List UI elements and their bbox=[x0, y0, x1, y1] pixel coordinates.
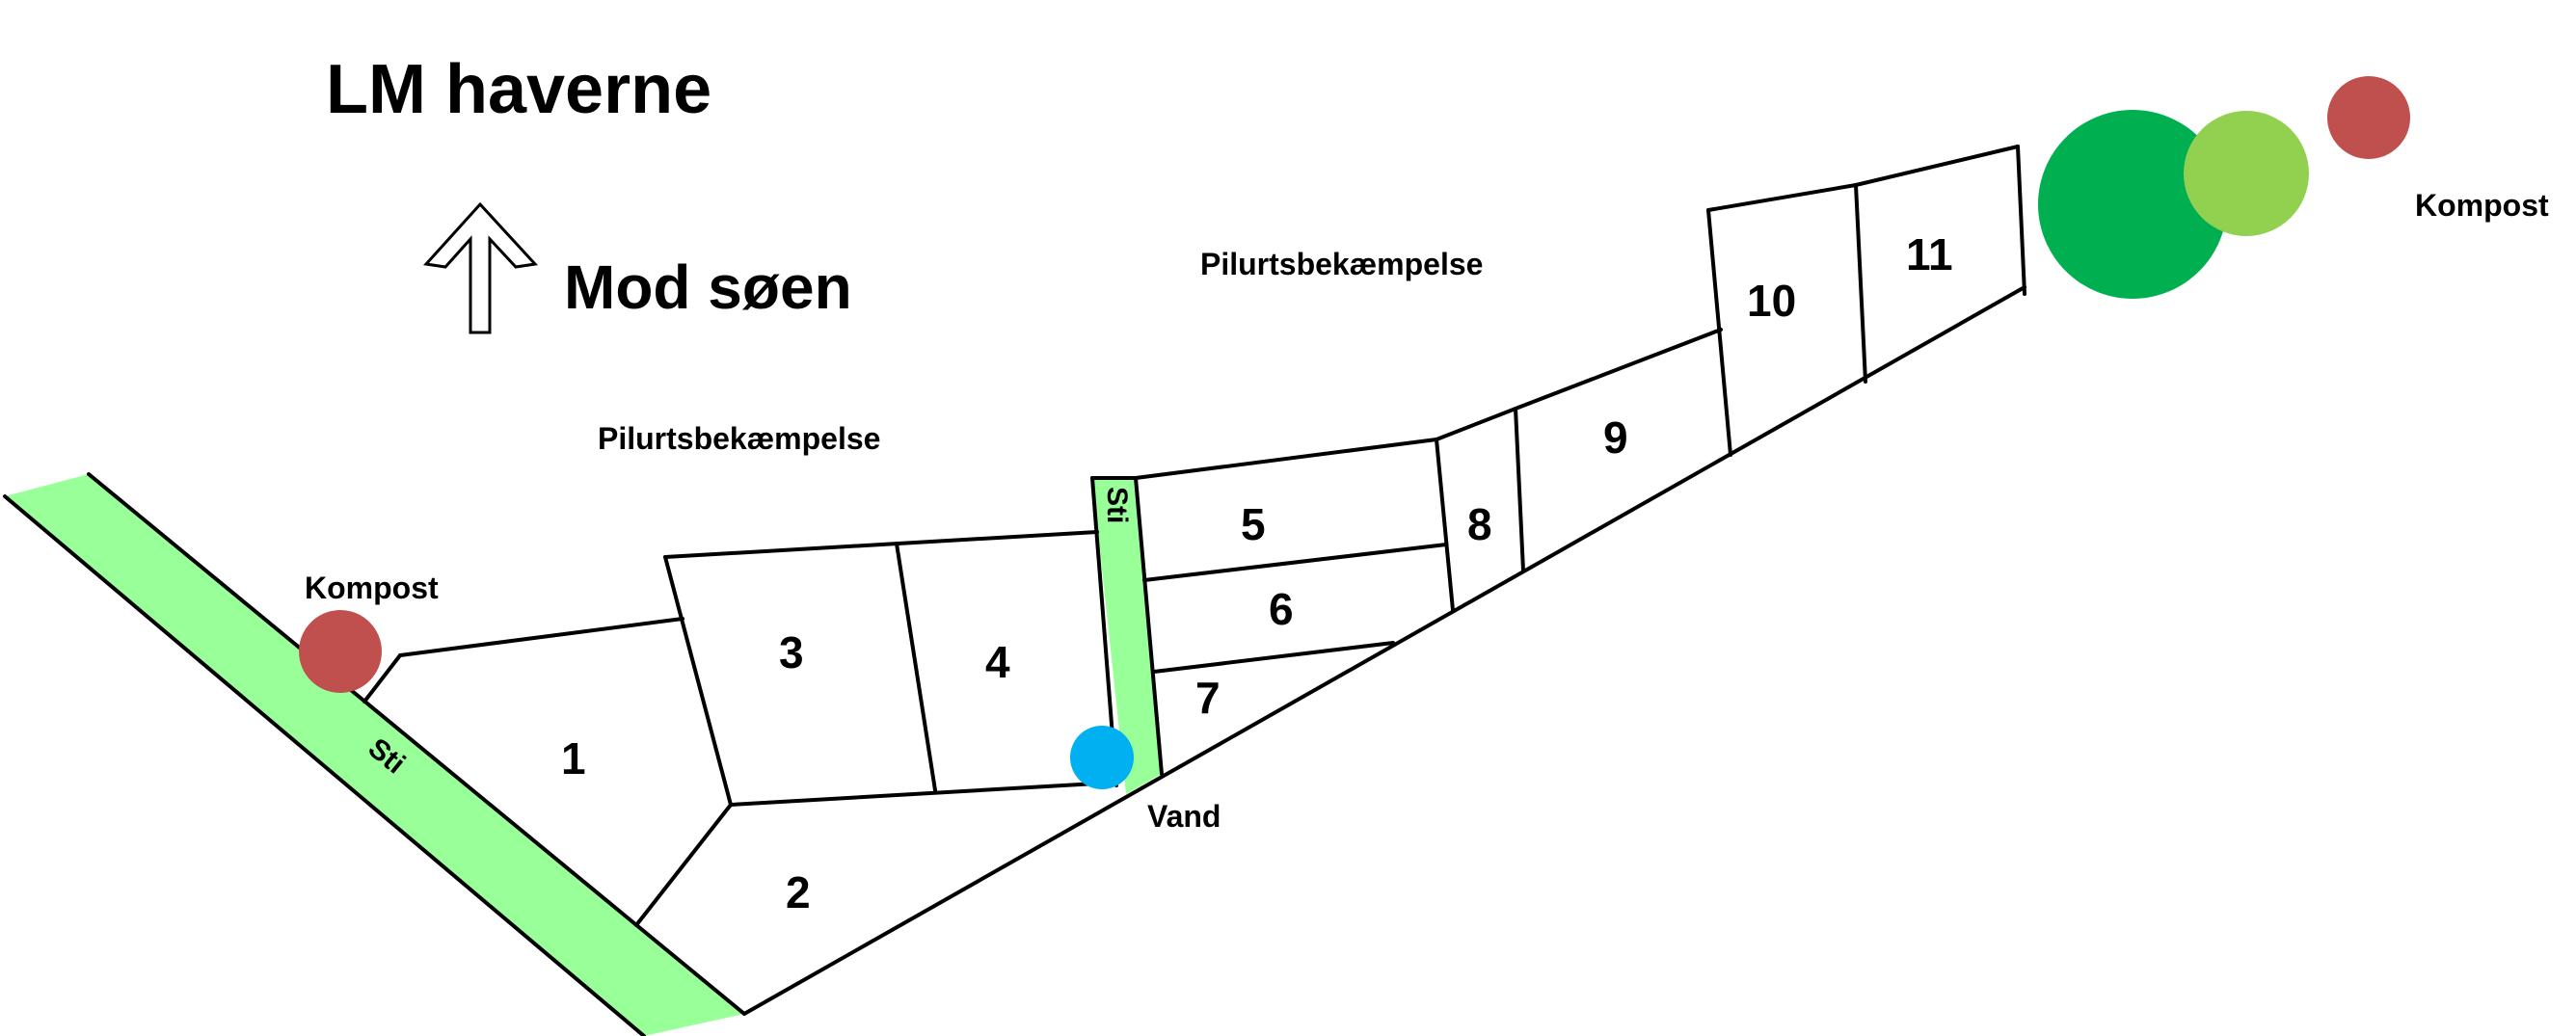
main-path-edge-top bbox=[87, 472, 746, 1016]
plot-9-10-divider bbox=[1706, 208, 1732, 457]
plot-3-left bbox=[663, 555, 733, 807]
plot-11-right bbox=[2016, 145, 2026, 296]
plot-number-9: 9 bbox=[1603, 412, 1628, 463]
main-path-strip bbox=[5, 474, 744, 1036]
direction-label: Mod søen bbox=[564, 252, 852, 322]
plot-1-left-a bbox=[362, 653, 402, 704]
tree-dark-green bbox=[2038, 110, 2227, 299]
up-arrow-icon bbox=[423, 201, 539, 334]
page-title: LM haverne bbox=[326, 51, 711, 128]
plot-number-11: 11 bbox=[1906, 229, 1953, 279]
kompost-right-circle bbox=[2327, 76, 2410, 159]
plot-number-3: 3 bbox=[779, 627, 804, 677]
tree-light-green bbox=[2184, 111, 2309, 236]
plot-number-5: 5 bbox=[1241, 499, 1266, 549]
plot-8-top bbox=[1435, 407, 1517, 441]
plot-1-top bbox=[398, 617, 684, 657]
pilurt-label-left: Pilurtsbekæmpelse bbox=[598, 421, 880, 456]
middle-path-label: Sti bbox=[1101, 487, 1133, 523]
kompost-left-circle bbox=[299, 610, 382, 693]
water-label: Vand bbox=[1147, 799, 1221, 834]
middle-path-strip bbox=[1092, 478, 1162, 794]
kompost-left-label: Kompost bbox=[305, 571, 439, 605]
plot-8-left bbox=[1435, 438, 1455, 612]
plot-5-6-divider bbox=[1142, 543, 1448, 582]
south-boundary bbox=[742, 285, 2026, 1016]
plot-number-4: 4 bbox=[985, 637, 1010, 687]
water-point bbox=[1070, 726, 1134, 789]
plot-10-11-divider bbox=[1854, 183, 1867, 384]
plot-3-4-divider bbox=[895, 542, 937, 792]
plot-8-9-divider bbox=[1514, 407, 1525, 572]
main-path-edge-bottom bbox=[3, 494, 646, 1036]
plot-number-1: 1 bbox=[561, 733, 586, 784]
plot-5-top bbox=[1134, 438, 1438, 480]
plot-number-7: 7 bbox=[1195, 673, 1221, 723]
pilurt-label-right: Pilurtsbekæmpelse bbox=[1200, 247, 1483, 281]
plot-10-top bbox=[1706, 183, 1858, 212]
plot-number-2: 2 bbox=[786, 867, 811, 917]
plot-9-top bbox=[1514, 328, 1723, 411]
plot-number-10: 10 bbox=[1747, 276, 1796, 326]
kompost-right-label: Kompost bbox=[2415, 188, 2549, 223]
plot-1-bottom-a bbox=[634, 803, 733, 927]
middle-path-edge-right bbox=[1134, 476, 1164, 776]
plot-6-7-divider bbox=[1152, 641, 1395, 674]
plot-number-6: 6 bbox=[1269, 584, 1294, 634]
plot-3-top bbox=[663, 530, 1099, 559]
plot-3-4-bottom bbox=[729, 781, 1115, 807]
plot-number-8: 8 bbox=[1467, 499, 1492, 549]
plot-11-top bbox=[1854, 145, 2020, 187]
